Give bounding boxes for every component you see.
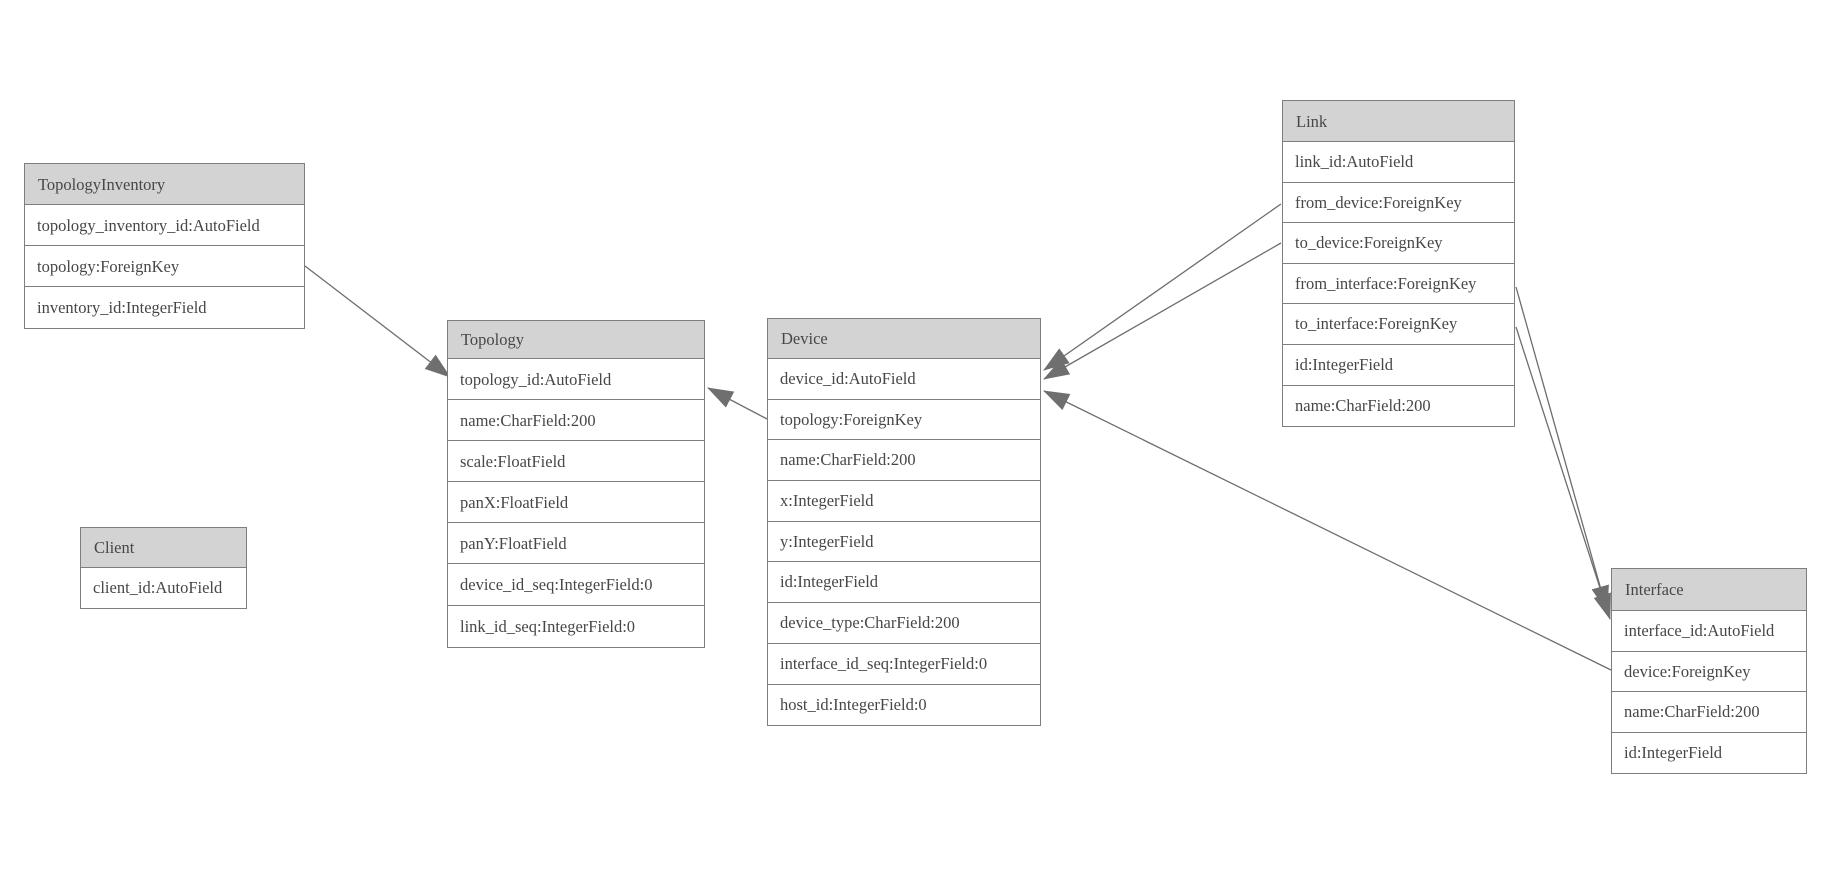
entity-field: link_id_seq:IntegerField:0 (460, 616, 636, 636)
entity-title: Link (1283, 101, 1514, 142)
relation-link-from_interface-to-interface (1515, 286, 1609, 612)
entity-title: TopologyInventory (25, 164, 304, 205)
entity-field: device:ForeignKey (1612, 652, 1806, 692)
relation-link-to_interface-to-interface (1515, 326, 1611, 620)
entity-field: device_type:CharField:200 (768, 603, 1040, 644)
entity-title: Topology (448, 321, 704, 359)
entity-field: topology:ForeignKey (768, 400, 1040, 441)
entity-field: x:IntegerField (768, 481, 1040, 522)
entity-field: interface_id:AutoField (1612, 611, 1806, 652)
relation-interface-device-to-device (1043, 390, 1612, 671)
entity-field: from_device:ForeignKey (1283, 183, 1514, 224)
entity-field: id:IntegerField (768, 562, 1040, 604)
entity-field: scale:FloatField (448, 441, 704, 483)
entity-field: name:CharField:200 (1612, 692, 1806, 733)
entity-field: id:IntegerField (1283, 345, 1514, 386)
entity-field: to_interface:ForeignKey (1283, 304, 1514, 345)
entity-field: interface_id_seq:IntegerField:0 (768, 644, 1040, 685)
relation-link-to_device-to-device (1043, 242, 1282, 380)
relation-link-from_device-to-device (1043, 203, 1282, 371)
entity-field: topology_inventory_id:AutoField (25, 205, 304, 246)
entity-field: device_id:AutoField (768, 359, 1040, 400)
entity-client: Client client_id:AutoField (80, 527, 247, 609)
entity-field: from_interface:ForeignKey (1283, 264, 1514, 305)
entity-field: host_id:IntegerField:0 (780, 694, 927, 714)
entity-field: panY:FloatField (448, 523, 704, 565)
entity-field: y:IntegerField (768, 522, 1040, 563)
entity-field: device_id_seq:IntegerField:0 (448, 564, 704, 606)
entity-field: id:IntegerField (1624, 742, 1723, 762)
entity-title: Client (81, 528, 246, 568)
entity-field: name:CharField:200 (1295, 395, 1431, 415)
entity-field: topology:ForeignKey (25, 246, 304, 287)
entity-field: topology_id:AutoField (448, 359, 704, 401)
relation-topologyinventory-topology-to-topology (304, 265, 451, 378)
entity-field: to_device:ForeignKey (1283, 223, 1514, 264)
entity-field: name:CharField:200 (768, 440, 1040, 482)
entity-field: panX:FloatField (448, 482, 704, 524)
entity-title: Device (768, 319, 1040, 359)
entity-title: Interface (1612, 569, 1806, 611)
relation-device-topology-to-topology (707, 387, 768, 420)
entity-field: client_id:AutoField (93, 578, 223, 597)
entity-field: link_id:AutoField (1283, 142, 1514, 183)
entity-field: inventory_id:IntegerField (37, 298, 207, 317)
entity-field: name:CharField:200 (448, 400, 704, 442)
